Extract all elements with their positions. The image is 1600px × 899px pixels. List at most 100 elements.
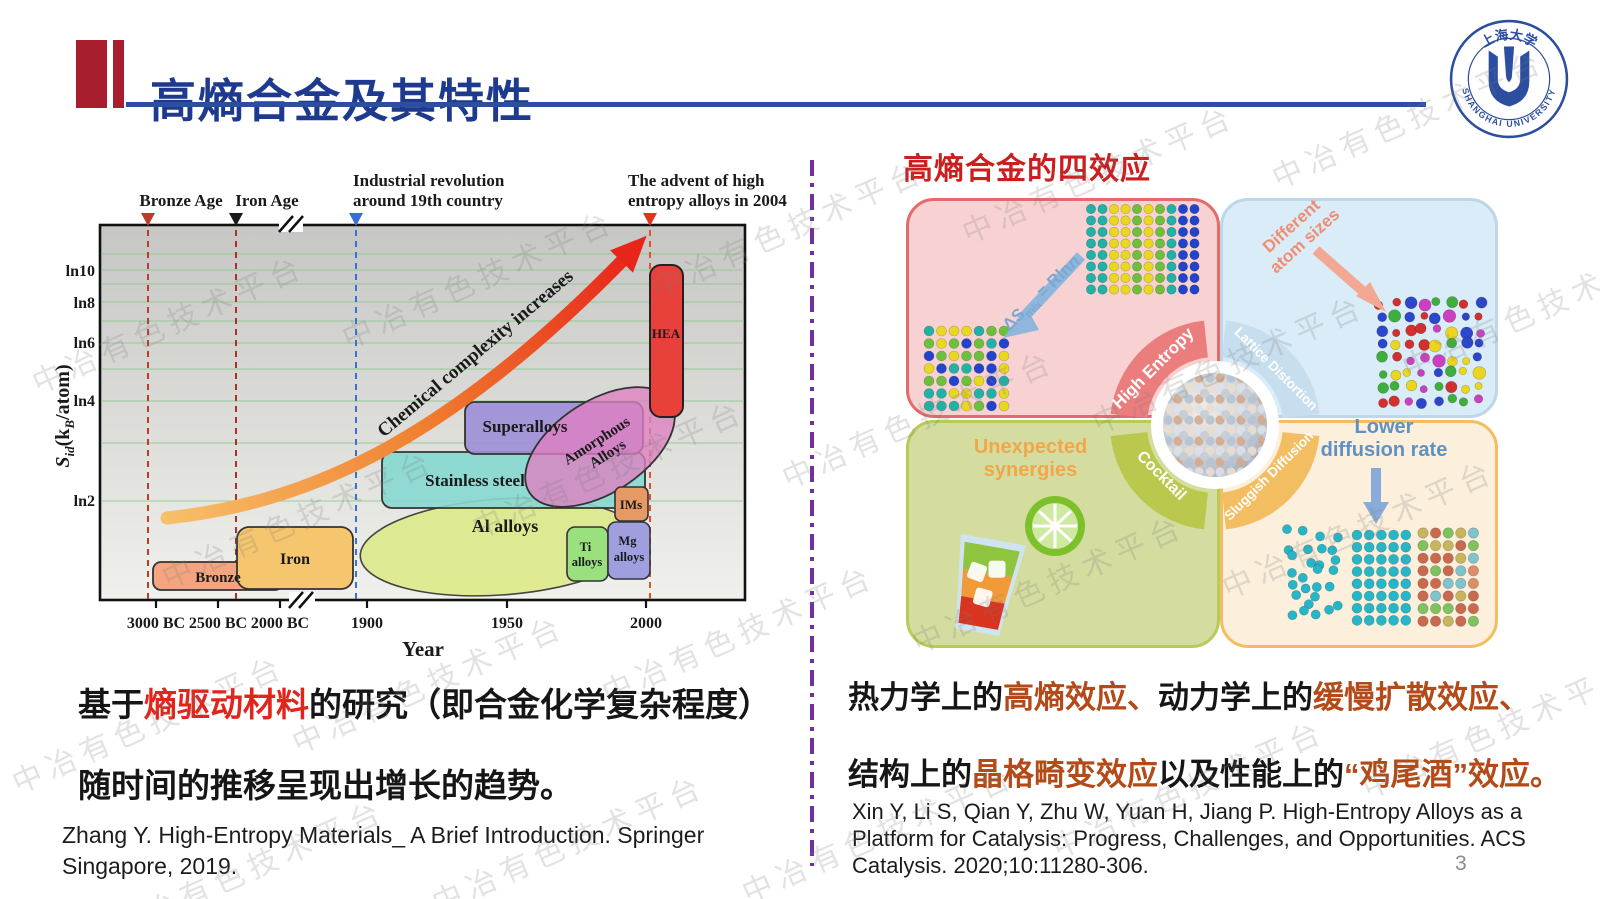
- atom-dot: [986, 388, 997, 399]
- atom-dot: [1389, 380, 1400, 391]
- atom-dot: [1363, 566, 1375, 577]
- atom-dot: [936, 363, 947, 374]
- atom-dot: [1417, 540, 1429, 552]
- atom-dot: [1108, 249, 1119, 260]
- atom-dot: [1442, 565, 1454, 577]
- bronze-age-label: Bronze Age: [139, 191, 223, 210]
- atom-dot: [1462, 357, 1471, 366]
- atom-dot: [1404, 311, 1416, 323]
- atom-dot: [1097, 273, 1108, 284]
- atom-dot: [1430, 615, 1442, 627]
- ytick-ln2: ln2: [74, 493, 95, 510]
- atom-dot: [1388, 578, 1399, 590]
- atom-dot: [1430, 527, 1442, 539]
- right-section-title: 高熵合金的四效应: [903, 153, 1151, 186]
- nanoparticle-atoms: [1163, 373, 1267, 477]
- atom-dot: [923, 350, 935, 362]
- atom-dot: [936, 400, 947, 412]
- atom-dot: [1388, 566, 1399, 577]
- atom-dot: [1108, 204, 1119, 214]
- right-caption-seg: 结构上的: [848, 757, 972, 792]
- left-caption-seg: 基于: [78, 686, 144, 723]
- title-accent-bar-thick: [76, 40, 107, 108]
- atom-dot: [1166, 215, 1177, 226]
- atom-dot: [1455, 590, 1467, 602]
- atom-dot: [1333, 532, 1343, 543]
- atom-dot: [1419, 385, 1428, 394]
- atom-dot: [1388, 395, 1400, 407]
- atom-dot: [936, 375, 947, 387]
- atom-dot: [1155, 238, 1166, 249]
- atom-dot: [1455, 603, 1467, 615]
- axis-break-top: [278, 215, 304, 233]
- atom-dot: [1442, 309, 1457, 323]
- atom-dot: [1363, 578, 1375, 590]
- atom-dot: [1461, 384, 1470, 394]
- atom-dot: [1388, 554, 1399, 565]
- region-al-alloys-label: Al alloys: [472, 516, 539, 536]
- right-caption-seg: 热力学上的: [848, 680, 1003, 715]
- atom-dot: [1434, 396, 1444, 407]
- left-caption-line2: 随时间的推移呈现出增长的趋势。: [78, 767, 573, 804]
- atom-dot: [1178, 261, 1189, 272]
- atom-dot: [1178, 204, 1189, 214]
- atom-dot: [1400, 541, 1412, 553]
- atom-dot: [1351, 578, 1363, 590]
- atom-dot: [1131, 204, 1142, 214]
- atom-dot: [986, 350, 997, 362]
- atom-dot: [1442, 603, 1454, 615]
- atom-dot: [1404, 296, 1418, 310]
- atom-dot: [1189, 226, 1200, 237]
- atom-dot: [1418, 298, 1432, 312]
- atom-dot: [936, 338, 947, 349]
- atom-dot: [1297, 525, 1308, 536]
- distortion-arrow-icon: [1312, 246, 1386, 312]
- atom-dot: [1473, 394, 1484, 404]
- title-accent-bar-thin: [113, 40, 124, 108]
- atom-dot: [1405, 379, 1418, 392]
- atom-dot: [1442, 590, 1454, 602]
- atom-dot: [1299, 605, 1309, 616]
- atom-dot: [1166, 273, 1177, 284]
- atom-dot: [1189, 273, 1200, 284]
- atom-dot: [948, 400, 960, 412]
- region-hea: [649, 264, 684, 418]
- atom-dot: [1097, 284, 1108, 295]
- atom-dot: [1120, 261, 1131, 272]
- atom-dot: [1388, 615, 1399, 626]
- atom-dot: [1417, 565, 1429, 577]
- disordered-lattice-icon: [923, 325, 1010, 412]
- atom-dot: [1108, 238, 1119, 249]
- region-stainless-steel-label: Stainless steel: [425, 471, 525, 490]
- atom-dot: [1327, 545, 1338, 556]
- atom-dot: [1455, 552, 1467, 564]
- axis-break-bottom: [288, 591, 315, 609]
- atom-dot: [1376, 615, 1387, 626]
- atom-dot: [1420, 311, 1429, 320]
- atom-dot: [1131, 238, 1142, 249]
- logo-u-emblem: [1488, 46, 1530, 107]
- atom-dot: [1131, 249, 1142, 260]
- atom-dot: [998, 338, 1010, 349]
- atom-dot: [1442, 527, 1454, 539]
- atom-dot: [1417, 577, 1429, 589]
- atom-dot: [936, 350, 947, 362]
- atom-dot: [1458, 397, 1469, 407]
- atom-dot: [1455, 577, 1467, 589]
- atom-dot: [948, 325, 960, 337]
- atom-dot: [1291, 590, 1302, 600]
- atom-dot: [1442, 552, 1454, 564]
- title-underline: [126, 102, 1426, 107]
- atom-dot: [1155, 249, 1166, 260]
- atom-dot: [1400, 566, 1412, 577]
- atom-dot: [1120, 249, 1131, 260]
- atom-dot: [1363, 590, 1375, 602]
- atom-dot: [1097, 249, 1108, 260]
- atom-dot: [1392, 297, 1402, 307]
- atom-dot: [1363, 541, 1375, 553]
- atom-dot: [1415, 397, 1427, 409]
- atom-dot: [1431, 297, 1441, 307]
- atom-dot: [1461, 312, 1470, 321]
- atom-dot: [1310, 591, 1320, 602]
